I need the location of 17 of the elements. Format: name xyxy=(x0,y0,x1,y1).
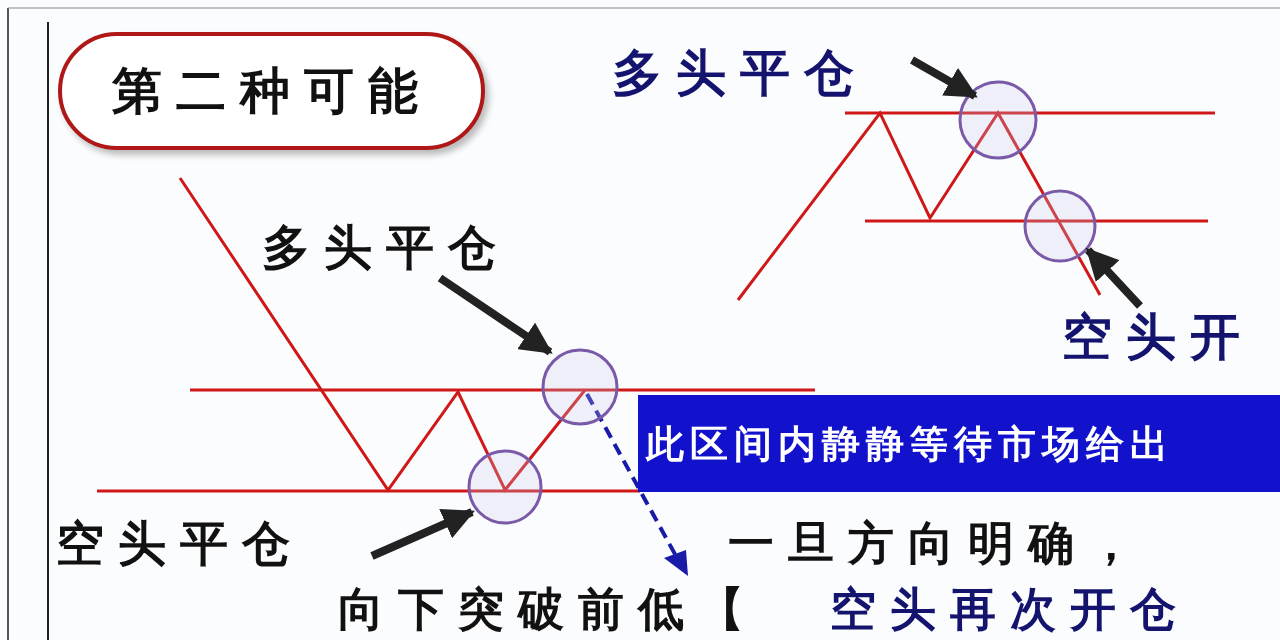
arrow xyxy=(910,56,978,100)
annotation-text: 一旦方向明确， xyxy=(728,520,1148,566)
annotation-text: 向下突破前低【 xyxy=(338,586,758,632)
circle-marker xyxy=(541,348,619,426)
annotation-text: 空头再次开仓 xyxy=(830,586,1190,632)
arrow xyxy=(437,274,553,356)
arrow xyxy=(370,508,475,560)
circle-marker xyxy=(467,449,543,525)
note-banner: 此区间内静静等待市场给出 xyxy=(638,395,1280,492)
annotation-text: 多头平仓 xyxy=(612,44,912,102)
annotation-text: 空头开 xyxy=(1062,308,1280,366)
circle-marker xyxy=(958,80,1038,160)
circle-marker xyxy=(1023,189,1097,263)
annotation-text: 空头平仓 xyxy=(56,514,356,572)
annotation-text: 多头平仓 xyxy=(262,218,562,276)
title-pill: 第二种可能 xyxy=(58,32,485,150)
arrow xyxy=(1085,247,1143,309)
